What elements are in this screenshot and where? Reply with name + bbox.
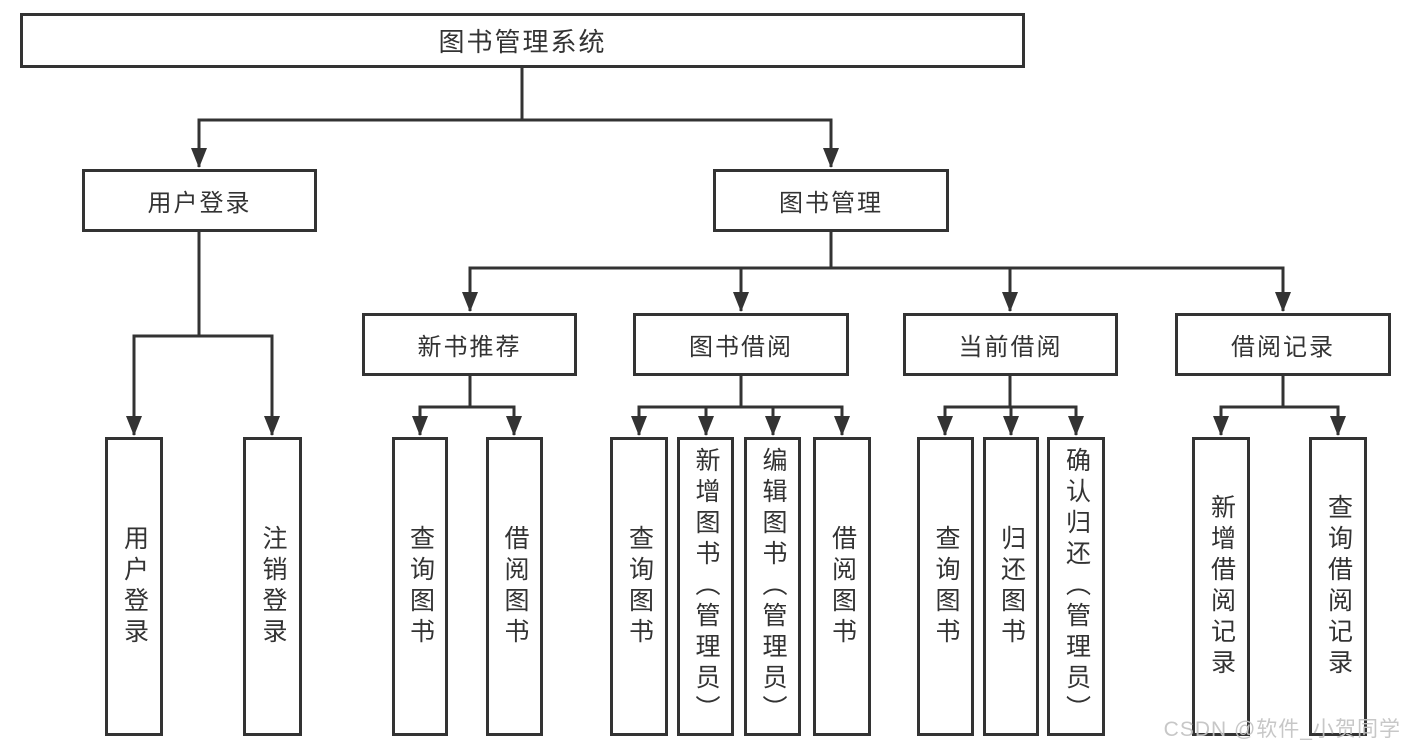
leaf-query-books-current-label: 查询图书 <box>932 524 960 649</box>
leaf-query-books-rec-label: 查询图书 <box>406 524 435 649</box>
leaf-return-book: 归还图书 <box>983 437 1039 736</box>
leaf-query-books-borrow-label: 查询图书 <box>625 524 654 649</box>
leaf-logout-label: 注销登录 <box>259 524 287 649</box>
leaf-query-books-current: 查询图书 <box>917 437 974 736</box>
node-group-borrow-record: 借阅记录 <box>1175 313 1391 376</box>
leaf-borrow-books-label: 借阅图书 <box>828 524 857 649</box>
watermark: CSDN @软件_小贺同学 <box>1163 718 1401 741</box>
node-group-current-borrow: 当前借阅 <box>903 313 1118 376</box>
node-root: 图书管理系统 <box>20 13 1025 68</box>
leaf-logout: 注销登录 <box>243 437 302 736</box>
leaf-confirm-return-admin-label: 确认归还（管理员） <box>1062 447 1091 726</box>
node-group-book-borrow: 图书借阅 <box>633 313 849 376</box>
node-book-mgmt-branch: 图书管理 <box>713 169 949 232</box>
leaf-edit-book-admin-label: 编辑图书（管理员） <box>759 447 787 726</box>
leaf-query-books-borrow: 查询图书 <box>610 437 668 736</box>
leaf-edit-book-admin: 编辑图书（管理员） <box>744 437 801 736</box>
leaf-user-login: 用户登录 <box>105 437 163 736</box>
leaf-borrow-books-rec: 借阅图书 <box>486 437 543 736</box>
node-group-new-book-rec-label: 新书推荐 <box>417 334 522 361</box>
leaf-borrow-books-rec-label: 借阅图书 <box>501 524 529 649</box>
node-user-login-branch-label: 用户登录 <box>147 190 252 217</box>
node-book-mgmt-branch-label: 图书管理 <box>779 190 883 217</box>
leaf-query-books-rec: 查询图书 <box>392 437 448 736</box>
leaf-query-borrow-record: 查询借阅记录 <box>1309 437 1367 736</box>
leaf-borrow-books: 借阅图书 <box>813 437 871 736</box>
leaf-add-book-admin-label: 新增图书（管理员） <box>692 447 720 726</box>
leaf-add-borrow-record-label: 新增借阅记录 <box>1207 493 1236 680</box>
leaf-return-book-label: 归还图书 <box>997 524 1026 649</box>
node-group-borrow-record-label: 借阅记录 <box>1231 334 1335 361</box>
leaf-query-borrow-record-label: 查询借阅记录 <box>1324 493 1353 680</box>
leaf-add-borrow-record: 新增借阅记录 <box>1192 437 1250 736</box>
node-group-current-borrow-label: 当前借阅 <box>958 334 1063 361</box>
leaf-user-login-label: 用户登录 <box>120 524 149 649</box>
node-group-book-borrow-label: 图书借阅 <box>689 334 793 361</box>
node-root-label: 图书管理系统 <box>438 27 607 57</box>
leaf-add-book-admin: 新增图书（管理员） <box>677 437 734 736</box>
connector-arrows <box>126 120 1346 436</box>
leaf-confirm-return-admin: 确认归还（管理员） <box>1047 437 1105 736</box>
node-group-new-book-rec: 新书推荐 <box>362 313 577 376</box>
node-user-login-branch: 用户登录 <box>82 169 317 232</box>
